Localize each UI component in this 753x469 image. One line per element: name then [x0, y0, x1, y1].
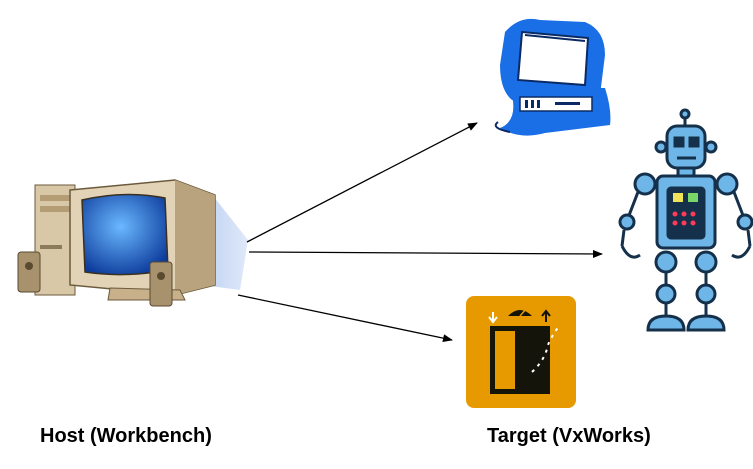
elevator-controller-icon — [466, 296, 576, 408]
arrow-to-controller — [237, 294, 453, 343]
host-computer-icon — [17, 179, 248, 307]
arrow-to-computer — [246, 122, 478, 243]
target-label: Target (VxWorks) — [487, 425, 651, 447]
robot-icon — [618, 108, 753, 332]
arrow-to-robot — [248, 249, 603, 258]
host-label: Host (Workbench) — [40, 425, 212, 447]
blue-computer-icon — [494, 18, 611, 136]
